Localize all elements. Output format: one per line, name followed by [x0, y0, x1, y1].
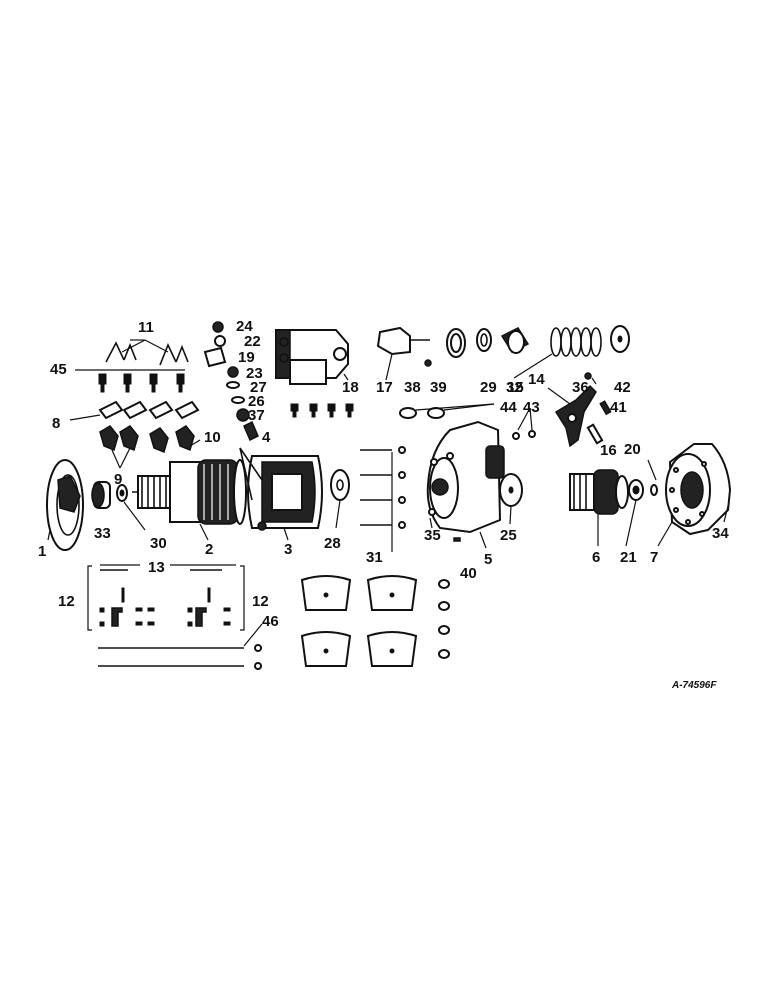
terminal-screws — [290, 403, 354, 418]
callout-35: 35 — [424, 527, 441, 544]
drive-housing — [426, 420, 505, 549]
callout-16: 16 — [600, 442, 617, 459]
callout-12a: 12 — [58, 593, 75, 610]
callout-41: 41 — [610, 399, 627, 416]
callout-10: 10 — [204, 429, 221, 446]
pole-shoe-screws — [438, 579, 450, 659]
callout-29: 29 — [480, 379, 497, 396]
callout-26: 26 — [248, 393, 265, 410]
drive-assembly — [569, 469, 629, 546]
brushes — [69, 400, 200, 421]
callout-22: 22 — [244, 333, 261, 350]
callout-15: 15 — [507, 379, 524, 396]
callout-44: 44 — [500, 399, 517, 416]
armature — [132, 459, 260, 541]
brush-screws — [75, 369, 185, 393]
callout-24: 24 — [236, 318, 253, 335]
callout-4: 4 — [262, 429, 271, 446]
callout-32: 32 — [506, 379, 523, 396]
callout-8: 8 — [52, 415, 60, 432]
long-bolts — [98, 623, 263, 670]
callout-33: 33 — [94, 525, 111, 542]
callout-37: 37 — [248, 407, 265, 424]
callout-25: 25 — [500, 527, 517, 544]
lever-pins — [512, 407, 536, 440]
callout-46: 46 — [262, 613, 279, 630]
brush-springs — [105, 339, 189, 366]
callout-6: 6 — [592, 549, 600, 566]
brush-holders — [99, 425, 201, 469]
callout-18: 18 — [342, 379, 359, 396]
callout-20: 20 — [624, 441, 641, 458]
lever-washers — [399, 403, 495, 419]
field-washer — [330, 469, 350, 529]
callout-28: 28 — [324, 535, 341, 552]
solenoid-hardware — [203, 321, 250, 422]
callout-17: 17 — [376, 379, 393, 396]
plunger-components — [424, 325, 630, 379]
callout-5: 5 — [484, 551, 492, 568]
callout-13: 13 — [148, 559, 165, 576]
reference-code: A-74596F — [671, 680, 717, 691]
nose-housing — [657, 443, 732, 547]
pole-shoes — [300, 575, 418, 667]
callout-34: 34 — [712, 525, 729, 542]
callout-23: 23 — [246, 365, 263, 382]
callout-2: 2 — [205, 541, 213, 558]
callout-1: 1 — [38, 543, 46, 560]
housing-washer — [499, 473, 523, 525]
callout-27: 27 — [250, 379, 267, 396]
pinion-collar — [625, 459, 658, 547]
bushing-and-washer — [91, 481, 146, 531]
shift-lever — [547, 372, 612, 448]
callout-30: 30 — [150, 535, 167, 552]
callout-3: 3 — [284, 541, 292, 558]
through-bolts — [360, 446, 406, 552]
callout-7: 7 — [650, 549, 658, 566]
callout-40: 40 — [460, 565, 477, 582]
callout-9: 9 — [114, 471, 122, 488]
callout-21: 21 — [620, 549, 637, 566]
callout-43: 43 — [523, 399, 540, 416]
solenoid — [275, 329, 349, 385]
callout-42: 42 — [614, 379, 631, 396]
callout-19: 19 — [238, 349, 255, 366]
plunger — [376, 326, 430, 381]
callout-38: 38 — [404, 379, 421, 396]
housing-pin — [453, 537, 461, 542]
callout-45: 45 — [50, 361, 67, 378]
callout-12b: 12 — [252, 593, 269, 610]
callout-31: 31 — [366, 549, 383, 566]
brush-bracket-set — [87, 564, 245, 631]
callout-11: 11 — [138, 319, 154, 336]
field-frame — [239, 420, 323, 541]
callout-36: 36 — [572, 379, 589, 396]
commutator-end-plate — [46, 459, 84, 551]
callout-14: 14 — [528, 371, 545, 388]
callout-39: 39 — [430, 379, 447, 396]
